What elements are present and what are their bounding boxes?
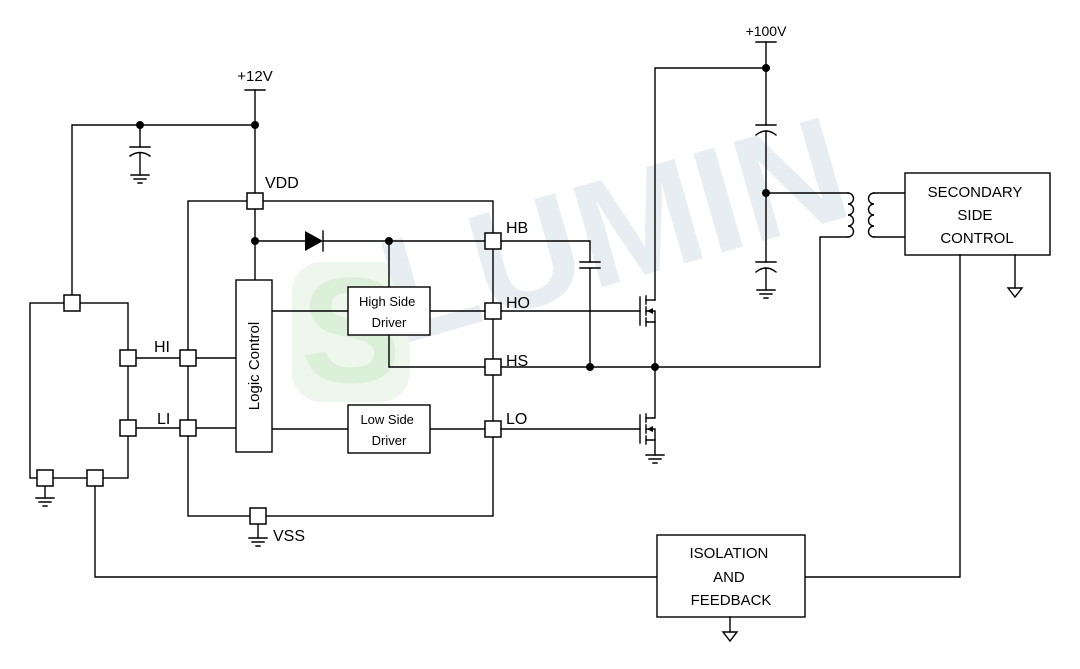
junction-dot [251,237,259,245]
left-controller [29,294,658,578]
ls-mosfet-arrow-icon [647,426,653,432]
secondary-side-control-label: SECONDARY SIDE CONTROL [928,184,1027,247]
pin-ho [484,302,502,320]
low-side-driver-label-line1: Low Side [360,412,413,427]
high-side-driver-label-line2: Driver [372,315,407,330]
junction-dot [762,64,770,72]
hs-mosfet-source [645,321,656,368]
pin-li [179,419,197,437]
high-side-driver-block [347,286,431,336]
isolation-feedback-block [656,534,806,618]
pin-lo [484,420,502,438]
ground-vss-icon [248,537,268,547]
high-side-driver-label-line1: High Side [359,294,415,309]
ground-ls-mosfet-icon [645,454,665,464]
low-side-mosfet-icon [639,366,665,464]
junction-dot [385,237,393,245]
logic-control-label: Logic Control [246,322,263,410]
pin-hb [484,232,502,250]
pin-vss-label: VSS [273,528,305,545]
wire-100v-to-drain [654,67,767,301]
pin-hi [179,349,197,367]
pin-hi-label: HI [154,339,170,356]
pin-vdd-label: VDD [265,175,299,192]
high-side-driver-label: High Side Driver [359,294,419,330]
wire-hsd-to-hs [388,334,486,368]
junction-dot [136,121,144,129]
wire-12v-rail-left [71,124,256,296]
transformer-primary-icon [847,192,855,238]
pin-lo-label: LO [506,411,527,428]
secondary-side-control-block [904,172,1051,256]
secondary-side-control: SECONDARY SIDE CONTROL [804,172,1051,578]
pin-left-hi-out [119,349,137,367]
supply-12v-net [71,89,266,296]
pin-ho-label: HO [506,295,530,312]
watermark-brand: LUMIN [363,83,866,375]
isolation-feedback-label: ISOLATION AND FEEDBACK [689,545,772,609]
pin-li-label: LI [157,411,170,428]
net-labels: +12V +100V VDD VSS HB HO HS LO HI LI [154,23,787,545]
low-side-driver-block [347,404,431,454]
isolation-label-line2: AND [713,569,745,586]
low-side-driver-label: Low Side Driver [360,412,417,448]
supply-12v-label: +12V [237,68,272,85]
wire-hb-out [500,240,591,263]
driver-ic: Logic Control High Side Driver Low Side … [179,192,502,547]
watermark: S LUMIN [292,83,865,414]
logic-control-block [235,279,273,453]
secondary-label-line2: SIDE [957,207,992,224]
ground-cap12-icon [130,174,150,184]
pin-vdd [246,192,264,210]
low-side-driver-label-line2: Driver [372,433,407,448]
high-side-mosfet-icon [639,295,656,368]
wire-transformer-to-secondary [873,192,906,238]
bootstrap-diode-icon [305,231,323,251]
ground-bus-cap-icon [756,289,776,299]
wire-hs-switch-node [500,236,849,368]
ls-mosfet-source [645,439,656,456]
pin-vss [249,507,267,525]
junction-dot [586,363,594,371]
supply-100v-label: +100V [746,23,788,39]
left-controller-outline [29,302,129,479]
power-stage [500,41,906,464]
pin-hb-label: HB [506,220,528,237]
ground-isolation-icon [721,631,739,643]
ground-secondary-icon [1006,287,1024,299]
isolation-label-line3: FEEDBACK [691,592,772,609]
pin-left-li-out [119,419,137,437]
pin-left-ground [36,469,54,487]
secondary-label-line3: CONTROL [940,230,1013,247]
isolation-label-line1: ISOLATION [689,545,768,562]
ls-mosfet-drain [645,366,656,419]
junction-dot [251,121,259,129]
pin-left-feedback [86,469,104,487]
ground-left-icon [35,497,55,507]
pin-hs [484,358,502,376]
hs-mosfet-arrow-icon [647,308,653,314]
wire-secondary-to-isolation [804,254,961,578]
wire-feedback-return [94,485,658,578]
isolation-feedback: ISOLATION AND FEEDBACK [656,534,806,643]
pin-left-supply [63,294,81,312]
pin-hs-label: HS [506,353,528,370]
transformer-secondary-icon [867,192,875,238]
secondary-label-line1: SECONDARY [928,184,1023,201]
